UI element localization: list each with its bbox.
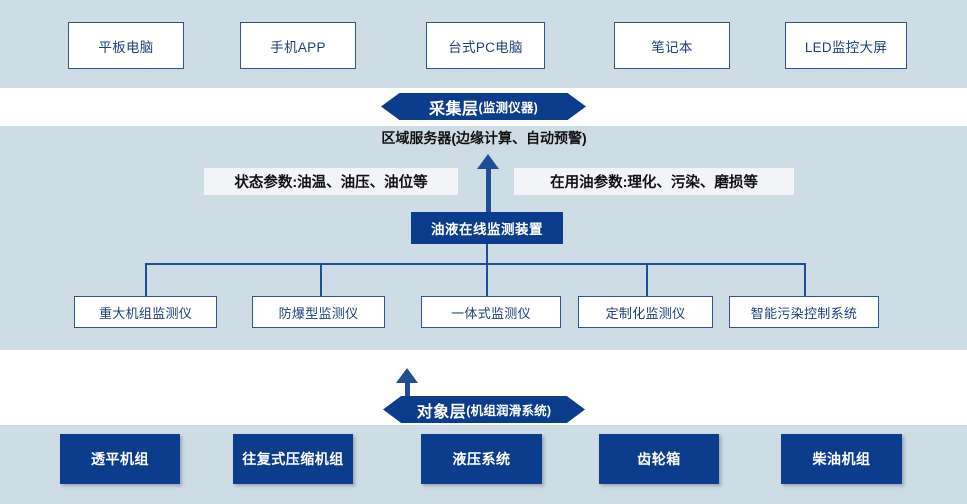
instrument-smart-contamination-control[interactable]: 智能污染控制系统 xyxy=(729,296,879,328)
equipment-label: 液压系统 xyxy=(452,451,511,467)
presentation-card-desktop-pc[interactable]: 台式PC电脑 xyxy=(426,22,545,69)
instrument-label: 防爆型监测仪 xyxy=(278,305,359,321)
equipment-label: 往复式压缩机组 xyxy=(242,451,344,467)
oil-online-monitoring-device-box[interactable]: 油液在线监测装置 xyxy=(411,212,563,244)
instrument-integrated-monitor[interactable]: 一体式监测仪 xyxy=(421,296,561,328)
instrument-customized-monitor[interactable]: 定制化监测仪 xyxy=(578,296,713,328)
instrument-major-unit-monitor[interactable]: 重大机组监测仪 xyxy=(74,296,217,328)
equipment-gearbox[interactable]: 齿轮箱 xyxy=(599,434,719,484)
equipment-label: 齿轮箱 xyxy=(637,451,681,467)
instrument-bus-connector xyxy=(145,263,805,265)
oil-online-monitoring-device-label: 油液在线监测装置 xyxy=(431,222,543,237)
equipment-label: 柴油机组 xyxy=(812,451,871,467)
equipment-diesel-unit[interactable]: 柴油机组 xyxy=(781,434,902,484)
presentation-card-tablet[interactable]: 平板电脑 xyxy=(68,22,184,69)
equipment-turbine-unit[interactable]: 透平机组 xyxy=(60,434,180,484)
instrument-label: 重大机组监测仪 xyxy=(98,305,193,321)
presentation-card-mobile-app[interactable]: 手机APP xyxy=(240,22,356,69)
object-to-collection-arrow-stem xyxy=(405,382,410,404)
presentation-card-laptop[interactable]: 笔记本 xyxy=(614,22,730,69)
collection-banner-title: 采集层 xyxy=(428,100,479,118)
object-banner-title: 对象层 xyxy=(416,403,467,421)
instrument-branch-5 xyxy=(804,263,806,296)
instrument-branch-3 xyxy=(486,263,488,296)
instrument-label: 定制化监测仪 xyxy=(605,305,686,321)
presentation-card-label: 手机APP xyxy=(270,39,326,55)
regional-server-text: 区域服务器(边缘计算、自动预警) xyxy=(381,130,587,146)
device-drop-connector xyxy=(486,244,488,264)
collection-banner-subtitle: (监测仪器) xyxy=(478,101,539,115)
regional-server-label: 区域服务器(边缘计算、自动预警) xyxy=(361,128,607,148)
collection-layer-banner: 采集层 (监测仪器) xyxy=(381,93,586,120)
presentation-card-label: LED监控大屏 xyxy=(804,39,888,55)
instrument-label: 智能污染控制系统 xyxy=(750,305,858,321)
oil-parameters-text: 在用油参数:理化、污染、磨损等 xyxy=(550,175,758,191)
presentation-card-label: 笔记本 xyxy=(651,39,693,55)
presentation-card-label: 台式PC电脑 xyxy=(448,39,523,55)
equipment-label: 透平机组 xyxy=(91,451,149,467)
instrument-branch-4 xyxy=(646,263,648,296)
status-parameters-text: 状态参数:油温、油压、油位等 xyxy=(234,175,428,191)
device-to-server-arrow-head xyxy=(477,154,499,169)
instrument-branch-2 xyxy=(320,263,322,296)
device-to-server-arrow-stem xyxy=(486,168,491,214)
equipment-hydraulic-system[interactable]: 液压系统 xyxy=(421,434,542,484)
presentation-card-led-screen[interactable]: LED监控大屏 xyxy=(785,22,907,69)
equipment-reciprocating-compressor[interactable]: 往复式压缩机组 xyxy=(233,434,353,484)
status-parameters-label: 状态参数:油温、油压、油位等 xyxy=(204,168,458,195)
presentation-card-label: 平板电脑 xyxy=(98,39,154,55)
instrument-branch-1 xyxy=(145,263,147,296)
object-to-collection-arrow-head xyxy=(396,368,418,383)
instrument-label: 一体式监测仪 xyxy=(451,305,531,321)
object-layer-banner: 对象层 (机组润滑系统) xyxy=(383,396,585,423)
object-banner-subtitle: (机组润滑系统) xyxy=(466,404,552,418)
oil-parameters-label: 在用油参数:理化、污染、磨损等 xyxy=(514,168,794,195)
instrument-explosion-proof-monitor[interactable]: 防爆型监测仪 xyxy=(252,296,385,328)
